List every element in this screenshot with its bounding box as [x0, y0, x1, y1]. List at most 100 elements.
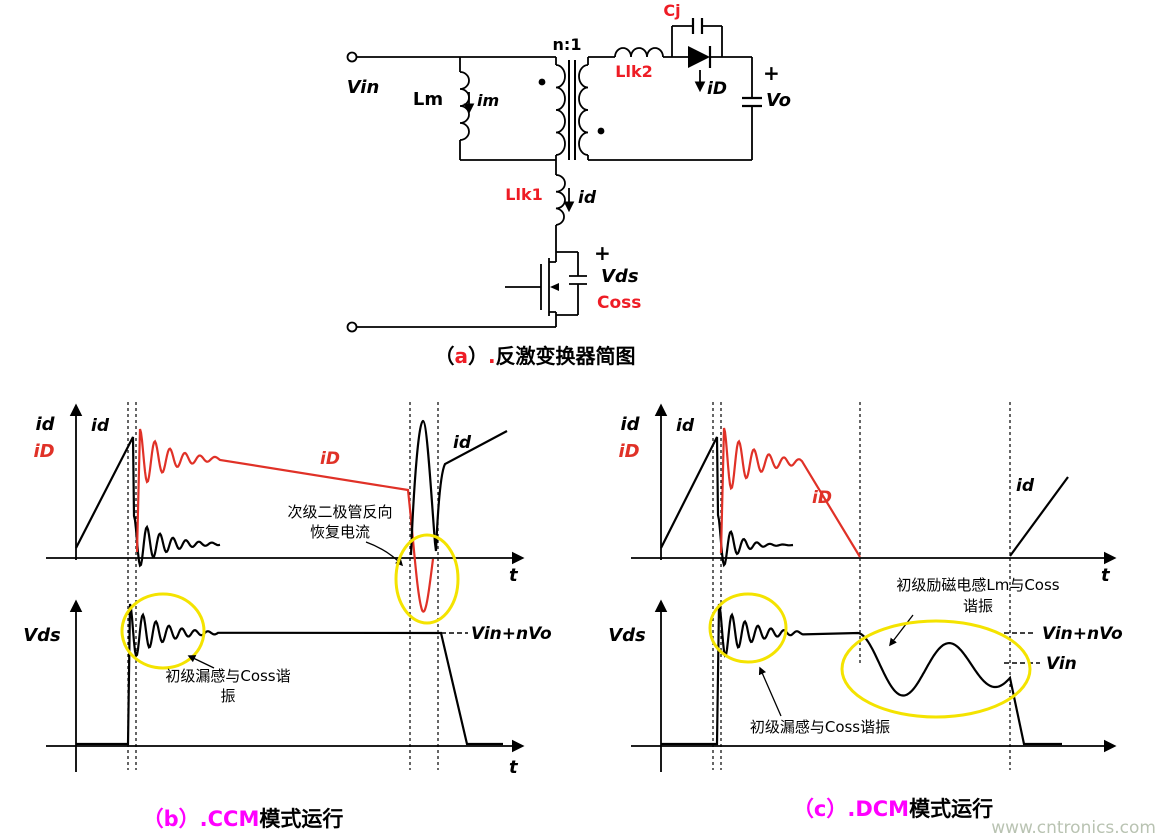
turns-ratio-label: n:1 — [553, 35, 582, 54]
dcm-vds-waveform — [661, 603, 1062, 746]
coss-capacitor-icon — [556, 251, 587, 316]
vds-plus-sign: + — [594, 241, 611, 265]
primary-polarity-dot — [538, 78, 546, 86]
input-terminal-bottom — [346, 321, 358, 333]
ccm-id-ramp-and-ringing — [75, 436, 221, 568]
ccm-leakage-annotation-arrow-icon — [187, 655, 215, 669]
vds-circuit-label: Vds — [601, 266, 639, 287]
caption-a-close: ） — [468, 344, 488, 368]
caption-b-mode: CCM — [208, 807, 260, 831]
mosfet-icon — [505, 252, 557, 316]
llk1-label: Llk1 — [505, 185, 542, 204]
secondary-polarity-dot — [597, 127, 605, 135]
caption-c-dot: . — [847, 797, 855, 821]
vo-label: Vo — [766, 90, 791, 111]
lm-inductor-coil — [459, 71, 470, 141]
caption-a-dot: . — [488, 344, 496, 368]
dcm-id-ramp-and-ringing — [660, 436, 794, 568]
dcm-iD-waveform — [719, 427, 861, 558]
ccm-id-ramp2-label: id — [453, 433, 472, 453]
caption-c-text: 模式运行 — [909, 797, 993, 821]
coss-label: Coss — [597, 293, 641, 313]
ccm-recovery-annotation-line1: 次级二极管反向 — [287, 503, 392, 521]
im-label: im — [477, 91, 499, 110]
dcm-vds-axis-label: Vds — [608, 625, 646, 646]
caption-c-letter: c — [814, 797, 826, 821]
ccm-iD-waveform — [135, 428, 435, 613]
iswitch-label: id — [578, 188, 597, 208]
caption-b-open: （ — [143, 807, 164, 831]
ccm-panel: t id iD id iD id 次级二极管反向 恢复电流 t Vds Vin+… — [23, 402, 552, 778]
caption-a: （a）.反激变换器简图 — [434, 344, 635, 368]
ccm-turn-on-spike-and-ramp — [409, 419, 508, 556]
dcm-leakage-ringing-highlight-circle — [708, 592, 788, 664]
dcm-iD-curve-label: iD — [812, 488, 832, 508]
dcm-vin-nvo-label: Vin+nVo — [1042, 624, 1123, 644]
dcm-leakage-annotation: 初级漏感与Coss谐振 — [750, 718, 890, 736]
dcm-switching-dashed-lines — [712, 402, 1011, 770]
dcm-lm-annotation-arrow-icon — [889, 614, 914, 647]
dcm-current-t-label: t — [1101, 565, 1111, 586]
caption-b: （b）.CCM模式运行 — [143, 807, 344, 831]
lm-label: Lm — [413, 89, 443, 110]
dcm-vin-label: Vin — [1046, 654, 1077, 674]
ccm-vds-axis-label: Vds — [23, 625, 61, 646]
vin-label: Vin — [347, 77, 380, 98]
llk1-inductor-coil — [555, 174, 566, 226]
ccm-switching-dashed-lines — [127, 402, 439, 770]
input-terminal-top — [346, 51, 358, 63]
dcm-id-ramp2-label: id — [1016, 476, 1035, 496]
caption-c: （c）.DCM模式运行 — [793, 797, 993, 821]
ccm-recovery-annotation-line2: 恢复电流 — [310, 523, 370, 541]
dcm-lm-annotation-line1: 初级励磁电感Lm与Coss — [896, 576, 1059, 594]
caption-a-open: （ — [434, 344, 454, 368]
ccm-current-t-label: t — [509, 565, 519, 586]
caption-b-letter: b — [164, 807, 179, 831]
output-capacitor-icon — [742, 96, 762, 108]
ccm-leakage-ringing-highlight-circle — [120, 592, 206, 670]
dcm-leakage-annotation-arrow-icon — [758, 666, 782, 717]
ccm-vds-t-label: t — [509, 757, 519, 778]
ccm-iD-curve-label: iD — [320, 449, 340, 469]
ccm-recovery-highlight-circle — [394, 533, 460, 625]
secondary-wires — [587, 56, 753, 161]
dcm-id-ramp1-label: id — [676, 416, 695, 436]
ccm-id-ramp1-label: id — [91, 416, 110, 436]
ccm-leakage-annotation-line1: 初级漏感与Coss谐 — [165, 667, 290, 685]
llk2-inductor-coil — [614, 47, 664, 58]
idiode-label: iD — [707, 79, 727, 99]
snubber-branch-wires — [671, 25, 723, 57]
cj-capacitor-icon — [691, 18, 704, 34]
llk2-label: Llk2 — [615, 62, 652, 81]
caption-c-open: （ — [793, 797, 814, 821]
ccm-iD-axis-label: iD — [33, 441, 54, 462]
dcm-id-axis-label: id — [620, 414, 640, 435]
dcm-level-dashed-lines — [1004, 632, 1040, 664]
caption-a-text: 反激变换器简图 — [496, 344, 636, 368]
circuit-diagram: Vin Lm im n:1 Llk2 Cj iD + Vo Llk1 id + … — [346, 1, 791, 333]
caption-b-dot: . — [200, 807, 208, 831]
dcm-panel: t id iD id iD id 初级励磁电感Lm与Coss 谐振 Vds Vi… — [608, 402, 1123, 772]
caption-c-mode: DCM — [855, 797, 909, 821]
dcm-lm-ringing-highlight-circle — [840, 619, 1032, 719]
caption-b-text: 模式运行 — [259, 807, 343, 831]
caption-a-letter: a — [454, 344, 468, 368]
site-watermark: www.cntronics.com — [991, 818, 1156, 838]
primary-wires — [357, 56, 557, 328]
mosfet-arrow-icon — [550, 283, 559, 291]
ccm-vin-nvo-label: Vin+nVo — [471, 624, 552, 644]
dcm-iD-axis-label: iD — [618, 441, 639, 462]
ccm-id-axis-label: id — [35, 414, 55, 435]
dcm-second-id-ramp — [1009, 476, 1069, 557]
caption-b-close: ） — [179, 807, 200, 831]
transformer-secondary-coil — [578, 64, 589, 156]
output-diode-icon — [688, 46, 710, 68]
dcm-lm-annotation-line2: 谐振 — [963, 597, 993, 615]
ccm-vds-waveform — [76, 603, 503, 746]
transformer-core — [568, 60, 576, 160]
cj-label: Cj — [663, 1, 680, 20]
caption-c-close: ） — [826, 797, 847, 821]
transformer-primary-coil — [555, 64, 566, 156]
